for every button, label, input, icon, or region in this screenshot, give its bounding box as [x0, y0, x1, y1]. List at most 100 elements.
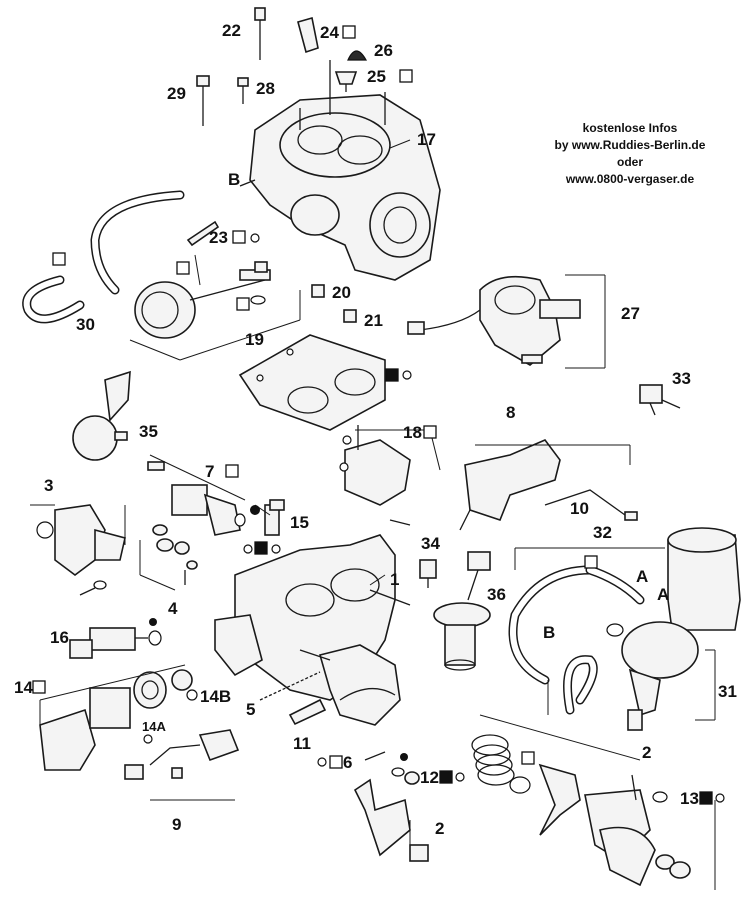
square-marker-32: [584, 555, 598, 569]
diaphragm-35: [72, 370, 131, 461]
label-26: 26: [374, 41, 393, 60]
label-8: 8: [506, 403, 515, 422]
square-marker-30: [52, 252, 66, 266]
label-30: 30: [76, 315, 95, 334]
square-marker-19a: [176, 261, 190, 275]
label-4: 4: [168, 599, 178, 618]
label-5: 5: [246, 700, 255, 719]
square-marker-18: [423, 425, 437, 439]
spring-coil: [471, 714, 641, 794]
label-22: 22: [222, 21, 241, 40]
label-12: 12: [420, 768, 439, 787]
square-marker-6: [329, 755, 343, 769]
solenoid-16: [69, 618, 162, 659]
choke-unit-7: [147, 454, 246, 536]
square-marker-19b: [236, 297, 250, 311]
hose-30: [22, 190, 185, 324]
pin-23: [186, 220, 220, 247]
sensor-34: [419, 559, 437, 588]
wire-10: [544, 489, 638, 521]
label-1: 1: [390, 570, 399, 589]
circle-marker-13: [715, 793, 725, 803]
circle-marker-6: [317, 757, 327, 767]
label-13: 13: [680, 789, 699, 808]
circle-marker-15: [243, 544, 253, 554]
harness-9: [124, 729, 240, 801]
bracket-8: [459, 439, 631, 531]
linkage-4: [139, 524, 198, 591]
label-14: 14: [14, 678, 33, 697]
float-18: [344, 425, 441, 526]
label-35: 35: [139, 422, 158, 441]
label-hose-A-2: A: [657, 585, 669, 604]
label-6: 6: [343, 753, 352, 772]
carburetor-main-body: [214, 534, 411, 726]
label-16: 16: [50, 628, 69, 647]
label-14A: 14A: [142, 719, 166, 734]
label-9: 9: [172, 815, 181, 834]
label-29: 29: [167, 84, 186, 103]
gasket: [238, 334, 386, 431]
pump-36: [433, 551, 491, 671]
screw-6: [364, 751, 408, 761]
label-17: 17: [417, 130, 436, 149]
cap-26: [347, 50, 368, 61]
label-2-right: 2: [642, 743, 651, 762]
label-31: 31: [718, 682, 737, 701]
label-15: 15: [290, 513, 309, 532]
label-36: 36: [487, 585, 506, 604]
switch-33: [639, 384, 681, 416]
label-28: 28: [256, 79, 275, 98]
label-14B: 14B: [200, 687, 231, 706]
label-19: 19: [245, 330, 264, 349]
label-hose-B-2: B: [543, 623, 555, 642]
square-marker-24: [342, 25, 356, 39]
canister-31: [547, 527, 741, 731]
info-line-4: www.0800-vergaser.de: [565, 172, 695, 186]
label-2-left: 2: [435, 819, 444, 838]
lever-3: [30, 504, 126, 596]
label-18: 18: [403, 423, 422, 442]
lever-2b: [538, 763, 716, 890]
filled-square-marker-13: [699, 791, 713, 805]
filled-circle-marker-7: [250, 505, 260, 515]
square-marker-14: [32, 680, 46, 694]
circle-marker-23: [250, 233, 260, 243]
label-10: 10: [570, 499, 589, 518]
circle-marker-18b: [339, 462, 349, 472]
heater-element-27: [407, 274, 606, 369]
label-7: 7: [205, 462, 214, 481]
vacuum-unit-19: [129, 254, 301, 361]
nut-12: [391, 767, 420, 785]
shaft-11: [288, 698, 327, 726]
label-24: 24: [320, 23, 339, 42]
info-line-2: by www.Ruddies-Berlin.de: [554, 138, 706, 152]
carburetor-top-cover: [239, 60, 441, 281]
hose-fitting-24: [297, 16, 319, 54]
label-hose-A-1: A: [636, 567, 648, 586]
label-32: 32: [593, 523, 612, 542]
label-3: 3: [44, 476, 53, 495]
square-marker-25: [399, 69, 413, 83]
screw-28: [237, 77, 249, 104]
filled-square-marker-15: [254, 541, 268, 555]
label-hose-B-top: B: [228, 170, 240, 189]
filled-square-marker-12: [439, 770, 453, 784]
lever-2a: [353, 778, 429, 862]
hoses-32: [508, 547, 665, 715]
label-23: 23: [209, 228, 228, 247]
info-line-1: kostenlose Infos: [582, 121, 678, 135]
screw-29: [196, 75, 210, 126]
label-11: 11: [293, 734, 311, 753]
nut-21: [343, 309, 357, 323]
circle-marker-gasket: [402, 370, 412, 380]
label-33: 33: [672, 369, 691, 388]
filled-square-marker-gasket: [385, 368, 399, 382]
circle-marker-18a: [342, 435, 352, 445]
washer-25: [334, 71, 358, 92]
label-27: 27: [621, 304, 640, 323]
info-text-block: kostenlose Infos by www.Ruddies-Berlin.d…: [520, 120, 740, 188]
label-34: 34: [421, 534, 440, 553]
fitting-15: [264, 499, 285, 536]
spring-5: [259, 671, 321, 701]
